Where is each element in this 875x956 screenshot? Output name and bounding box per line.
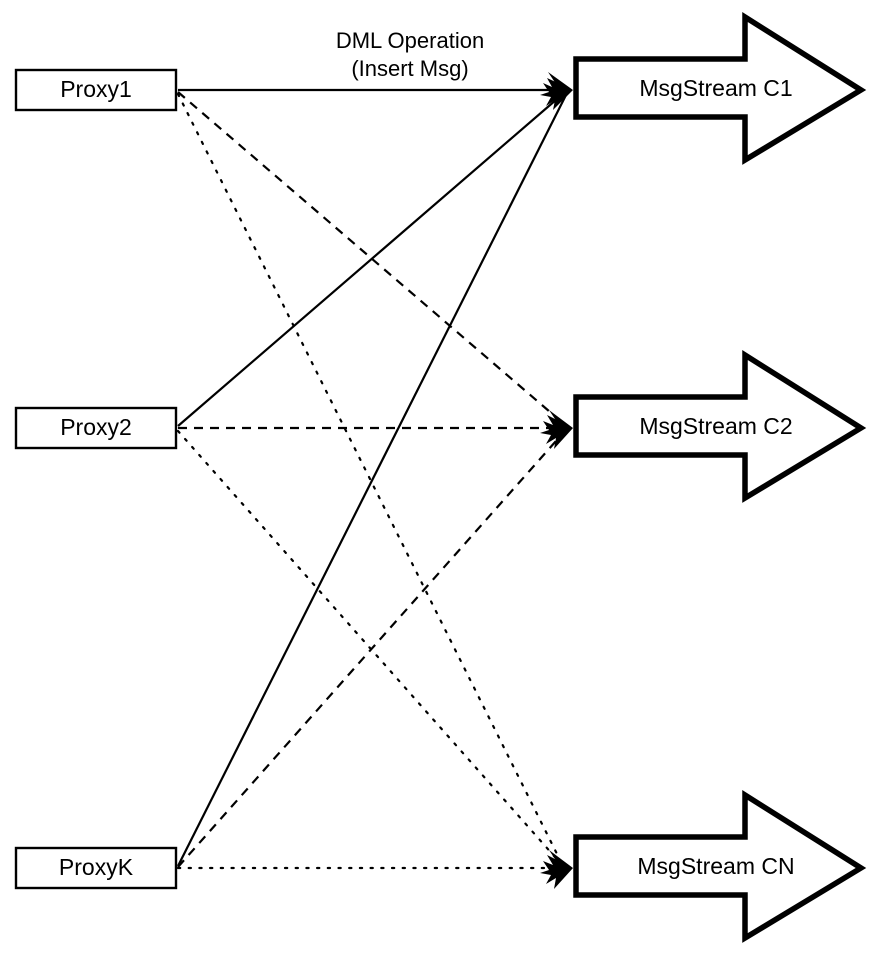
msgstream-c1-arrow-shape[interactable] <box>573 12 867 165</box>
arrowhead-icon <box>546 410 573 428</box>
edges-from-proxy2 <box>176 92 566 867</box>
edge-proxy2-to-c1 <box>177 92 565 427</box>
arrowhead-cluster-c1 <box>540 72 573 110</box>
arrowhead-icon <box>540 855 573 889</box>
arrowhead-cluster-cn <box>540 850 573 889</box>
edge-proxy1-to-cn <box>176 92 564 866</box>
node-msgstream-c2[interactable]: MsgStream C2 <box>573 350 867 503</box>
proxy2-label: Proxy2 <box>60 414 132 440</box>
msgstream-cn-arrow-shape[interactable] <box>573 790 867 943</box>
proxyk-box[interactable] <box>14 846 178 890</box>
edge-proxy2-to-cn <box>176 429 564 867</box>
edge-caption: DML Operation (Insert Msg) <box>336 28 484 81</box>
edge-proxyk-to-c1 <box>177 94 567 867</box>
arrowhead-cluster-c2 <box>540 410 573 449</box>
edge-caption-line2: (Insert Msg) <box>351 56 468 81</box>
msgstream-c2-arrow-shape[interactable] <box>573 350 867 503</box>
node-proxy2[interactable]: Proxy2 <box>14 406 178 450</box>
node-proxy1[interactable]: Proxy1 <box>14 68 178 112</box>
edge-proxy1-to-c2 <box>177 91 565 425</box>
node-msgstream-cn[interactable]: MsgStream CN <box>573 790 867 943</box>
node-proxyk[interactable]: ProxyK <box>14 846 178 890</box>
node-msgstream-c1[interactable]: MsgStream C1 <box>573 12 867 165</box>
msgstream-cn-label: MsgStream CN <box>637 853 794 879</box>
arrowhead-icon <box>546 850 573 868</box>
proxy1-label: Proxy1 <box>60 76 132 102</box>
edges-from-proxyk <box>176 94 568 870</box>
msgstream-c1-label: MsgStream C1 <box>639 75 792 101</box>
edges-from-proxy1 <box>176 88 566 866</box>
edge-caption-line1: DML Operation <box>336 28 484 53</box>
edge-proxyk-to-c2 <box>177 431 565 868</box>
msgstream-c2-label: MsgStream C2 <box>639 413 792 439</box>
proxy2-box[interactable] <box>14 406 178 450</box>
arrowhead-icon <box>545 72 573 90</box>
arrowhead-icon <box>540 415 573 449</box>
proxyk-label: ProxyK <box>59 854 134 880</box>
proxy1-box[interactable] <box>14 68 178 112</box>
arrowhead-icon <box>540 78 573 110</box>
